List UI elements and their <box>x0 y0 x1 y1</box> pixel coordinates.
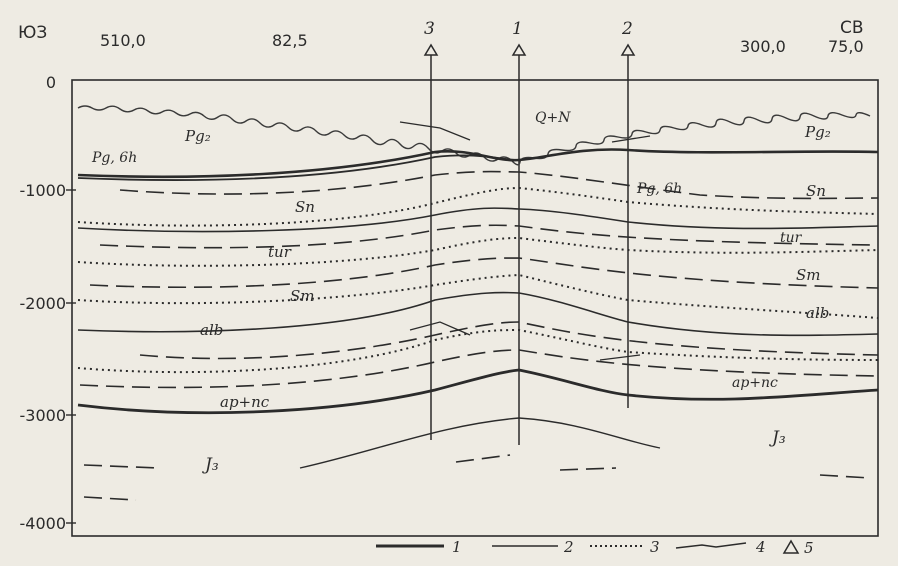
unit-label: tur <box>780 230 803 246</box>
direction-right: СВ <box>840 18 864 38</box>
horizon-line <box>299 417 661 469</box>
well-markers <box>423 43 636 445</box>
well-triangle-icon <box>423 43 439 56</box>
unit-label: Sn <box>806 182 826 200</box>
depth-label: -2000 <box>20 294 67 313</box>
unit-label: ap+nc <box>220 393 270 411</box>
depth-label: 0 <box>46 73 56 92</box>
well-number: 3 <box>424 19 435 39</box>
solid-horizons <box>77 148 879 469</box>
legend: 1 2 3 4 5 <box>376 538 814 557</box>
legend-swatch <box>675 542 747 549</box>
legend-label: 3 <box>650 538 660 556</box>
well-number: 1 <box>512 19 523 39</box>
unit-label: Q+N <box>535 110 571 126</box>
top-value: 300,0 <box>740 37 786 56</box>
top-value: 510,0 <box>100 31 146 50</box>
unit-label: Pg, 6h <box>636 181 682 197</box>
top-value: 82,5 <box>272 31 308 50</box>
horizon-ap-base <box>77 368 879 415</box>
unit-label: Sm <box>796 266 821 284</box>
direction-left: ЮЗ <box>18 23 47 43</box>
top-value: 75,0 <box>828 37 864 56</box>
horizon-pg-base <box>77 148 879 179</box>
depth-ticks <box>66 189 76 524</box>
legend-label: 2 <box>563 538 574 556</box>
unconformity-line <box>77 105 871 166</box>
unit-label: alb <box>806 304 829 322</box>
unit-label: Pg₂ <box>804 123 831 141</box>
depth-label: -1000 <box>20 181 67 200</box>
section-frame <box>71 79 879 537</box>
well-triangle-icon <box>620 43 636 56</box>
unit-label: alb <box>200 321 223 339</box>
unit-label: Pg₂ <box>184 127 211 145</box>
unit-label: J₃ <box>202 455 219 475</box>
dashed-horizons <box>79 170 879 501</box>
horizon-line <box>77 207 879 233</box>
fault-marks <box>399 121 651 361</box>
unit-label: Sn <box>295 198 315 216</box>
horizon-line <box>77 154 520 181</box>
depth-label: -4000 <box>20 514 67 533</box>
dotted-horizons <box>77 186 879 374</box>
unit-label: Sm <box>290 287 315 305</box>
unit-label: ap+nc <box>732 375 778 391</box>
triangle-icon <box>782 539 800 554</box>
unit-label: J₃ <box>769 428 786 448</box>
legend-label: 4 <box>755 538 766 556</box>
well-number: 2 <box>621 19 633 39</box>
depth-label: -3000 <box>20 406 67 425</box>
horizon-line <box>77 291 879 337</box>
unit-label: Pg, 6h <box>91 150 137 166</box>
legend-label: 5 <box>804 539 814 557</box>
unit-label: tur <box>268 243 292 261</box>
legend-label: 1 <box>452 538 462 556</box>
well-triangle-icon <box>511 43 527 56</box>
